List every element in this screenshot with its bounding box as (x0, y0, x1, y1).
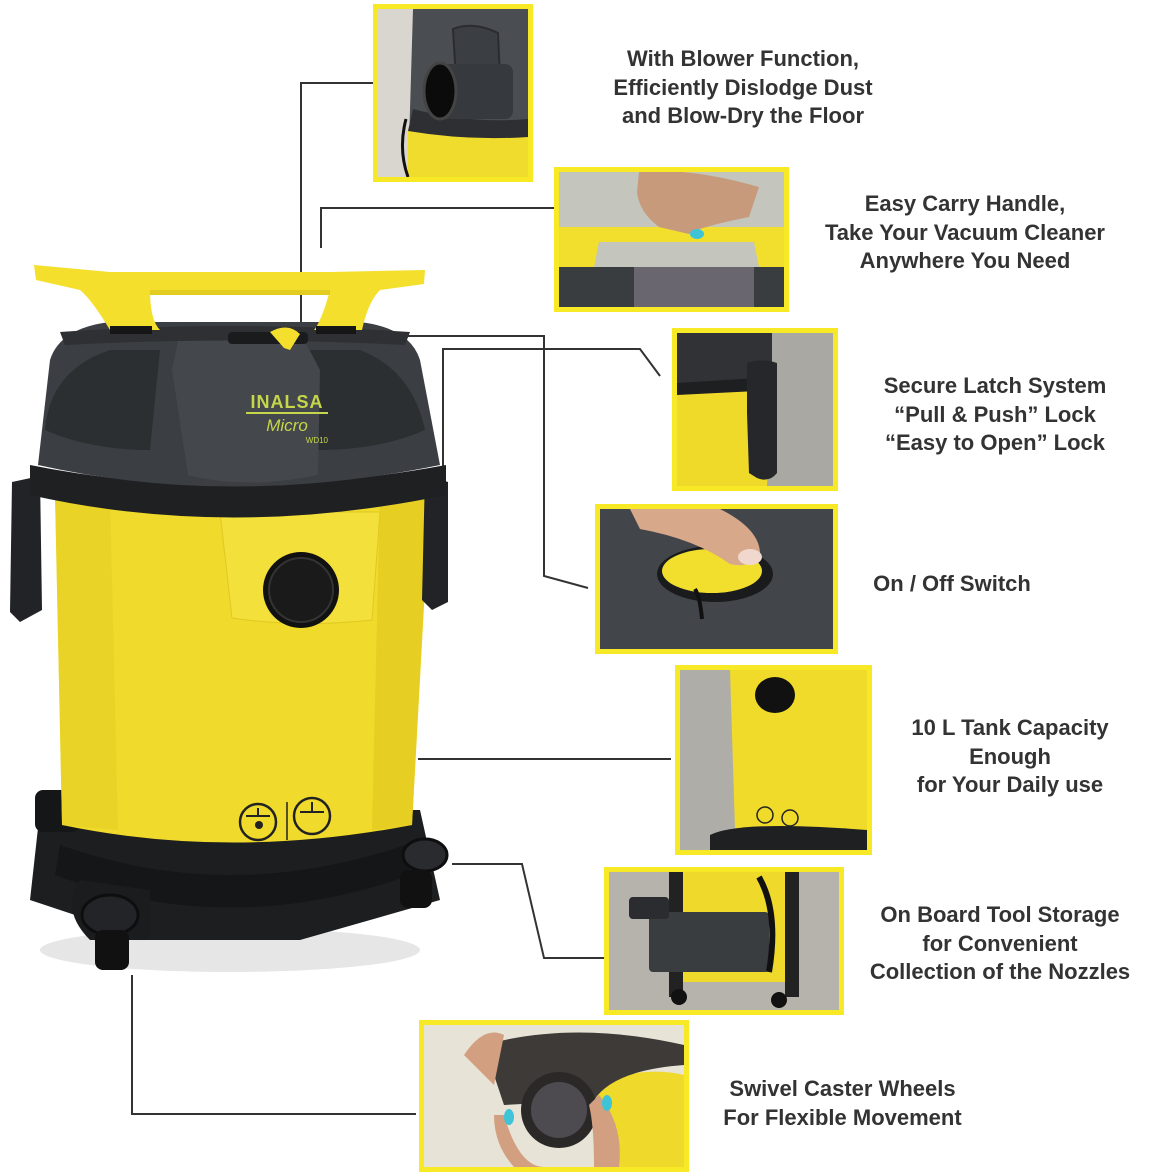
feature-image-wheels (419, 1020, 689, 1172)
feature-image-tank (675, 665, 872, 855)
brand-name: INALSA (246, 392, 328, 414)
vacuum-cleaner-image: INALSA Micro WD10 (0, 250, 460, 990)
feature-image-storage (604, 867, 844, 1015)
feature-image-latch (672, 328, 838, 491)
feature-caption-storage: On Board Tool Storage for Convenient Col… (869, 902, 1131, 984)
feature-image-switch (595, 504, 838, 654)
feature-image-blower (373, 4, 533, 182)
feature-caption-tank: 10 L Tank Capacity Enough for Your Daily… (911, 715, 1109, 797)
feature-caption-latch: Secure Latch System “Pull & Push” Lock “… (883, 373, 1107, 455)
model-line: Micro (266, 416, 308, 435)
model-code: WD10 (305, 436, 328, 445)
feature-caption-wheels: Swivel Caster Wheels For Flexible Moveme… (723, 1076, 962, 1130)
feature-image-handle (554, 167, 789, 312)
feature-caption-blower: With Blower Function, Efficiently Dislod… (613, 46, 873, 128)
feature-caption-handle: Easy Carry Handle, Take Your Vacuum Clea… (824, 191, 1105, 273)
feature-caption-switch: On / Off Switch (873, 571, 1031, 596)
brand-logo: INALSA Micro WD10 (246, 392, 328, 445)
